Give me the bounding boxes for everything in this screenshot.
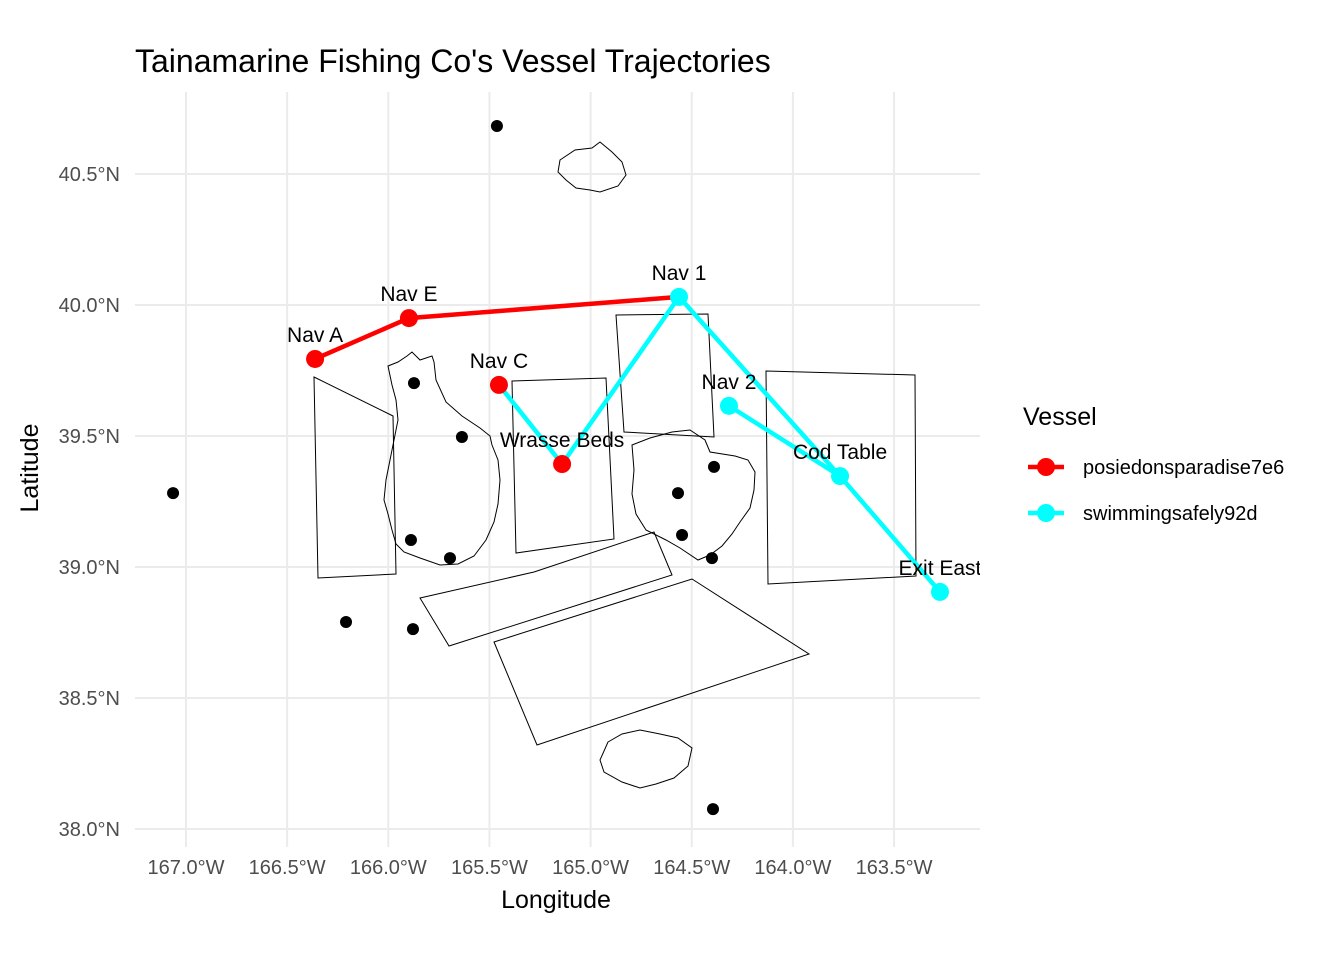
x-tick-label: 163.5°W: [856, 857, 933, 879]
location-point: [490, 120, 503, 133]
waypoint-label: Cod Table: [793, 441, 887, 464]
legend-label: posiedonsparadise7e6: [1083, 457, 1284, 479]
location-points: [167, 120, 721, 816]
waypoint-marker: [489, 375, 508, 394]
x-tick-label: 164.5°W: [653, 857, 730, 879]
legend: Vessel posiedonsparadise7e6 swimmingsafel…: [1023, 403, 1284, 525]
vessel-tracks: [306, 287, 949, 601]
chart-title: Tainamarine Fishing Co's Vessel Trajecto…: [135, 43, 771, 79]
x-tick-label: 165.5°W: [451, 857, 528, 879]
waypoint-label: Nav 2: [702, 371, 757, 394]
location-point: [671, 487, 684, 500]
location-point: [708, 460, 721, 473]
legend-title: Vessel: [1023, 403, 1097, 431]
waypoint-marker: [930, 582, 949, 601]
waypoint-label: Nav A: [287, 324, 343, 347]
y-tick-label: 39.0°N: [59, 557, 120, 579]
waypoint-marker: [306, 349, 325, 368]
y-tick-label: 40.5°N: [59, 164, 120, 186]
zone-5: [419, 531, 673, 647]
location-point: [340, 616, 353, 629]
location-point: [706, 803, 719, 816]
x-tick-label: 167.0°W: [148, 857, 225, 879]
location-point: [676, 529, 689, 542]
waypoint-label: Exit East: [899, 557, 982, 580]
location-point: [404, 534, 417, 547]
island-east: [631, 429, 756, 561]
waypoint-marker: [831, 467, 850, 486]
waypoint-marker: [399, 309, 418, 328]
y-tick-label: 39.5°N: [59, 426, 120, 448]
waypoint-label: Nav C: [470, 350, 528, 373]
waypoint-label: Nav E: [380, 283, 437, 306]
location-point: [406, 623, 419, 636]
legend-label: swimmingsafely92d: [1083, 503, 1258, 525]
x-tick-label: 165.0°W: [552, 857, 629, 879]
location-point: [407, 377, 420, 390]
map-features: [313, 141, 917, 789]
island-west: [383, 351, 501, 566]
x-tick-label: 166.5°W: [249, 857, 326, 879]
location-point: [705, 552, 718, 565]
y-tick-label: 40.0°N: [59, 295, 120, 317]
x-tick-label: 166.0°W: [350, 857, 427, 879]
track-swimmingsafely92d: [727, 403, 842, 478]
legend-key-point: [1037, 504, 1055, 522]
waypoint-label: Nav 1: [652, 262, 707, 285]
x-tick-label: 164.0°W: [754, 857, 831, 879]
waypoint-marker: [719, 396, 738, 415]
zone-1: [313, 376, 397, 579]
zone-4: [765, 370, 917, 585]
zone-6: [493, 578, 811, 746]
waypoint-labels: Nav A Nav E Nav 1 Nav C Wrasse Beds Nav 2 Cod …: [287, 262, 982, 580]
location-point: [167, 487, 180, 500]
waypoint-label: Wrasse Beds: [500, 429, 625, 452]
location-point: [455, 431, 468, 444]
island-south: [599, 729, 693, 789]
y-axis-ticks: 38.0°N 38.5°N 39.0°N 39.5°N 40.0°N 40.5°N: [59, 164, 120, 841]
y-axis-title: Latitude: [16, 424, 44, 513]
island-north: [557, 141, 627, 193]
y-tick-label: 38.0°N: [59, 819, 120, 841]
x-axis-title: Longitude: [501, 886, 611, 914]
zone-3: [615, 313, 715, 438]
waypoint-marker: [670, 287, 689, 306]
y-tick-label: 38.5°N: [59, 688, 120, 710]
x-axis-ticks: 167.0°W 166.5°W 166.0°W 165.5°W 165.0°W 164.5…: [148, 857, 933, 879]
zone-2: [511, 377, 615, 554]
location-point: [444, 552, 457, 565]
legend-key-point: [1037, 458, 1055, 476]
waypoint-marker: [553, 455, 572, 474]
